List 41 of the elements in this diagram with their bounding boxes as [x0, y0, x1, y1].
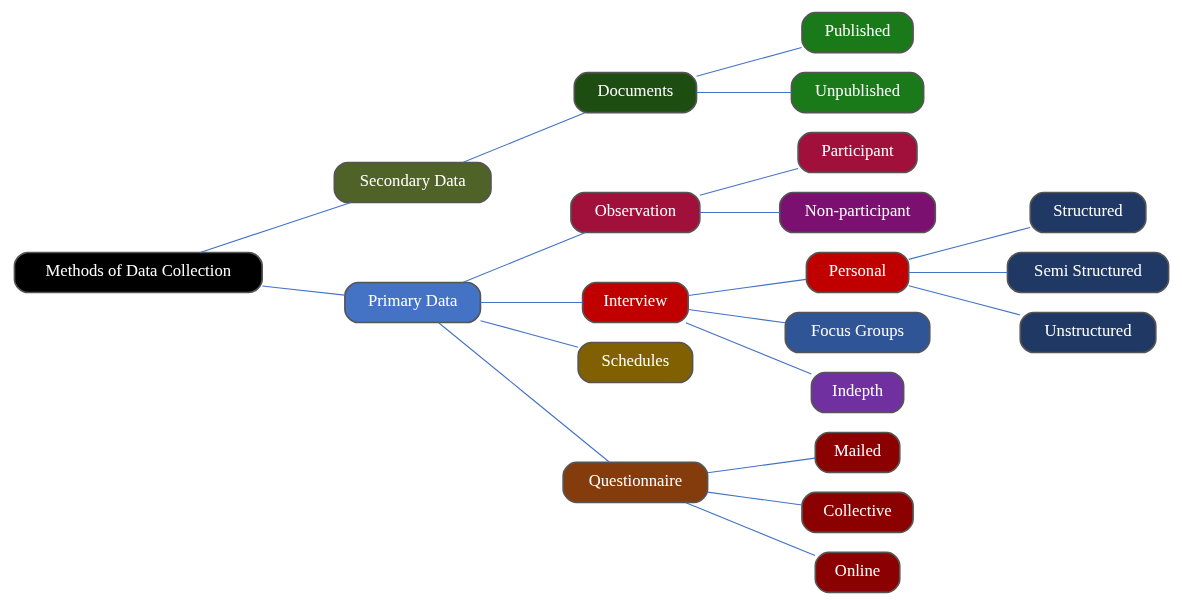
- node-box: Documents: [572, 71, 697, 114]
- node-box: Collective: [800, 491, 914, 534]
- node-box: Interview: [581, 281, 689, 324]
- connector: [687, 309, 785, 324]
- connector: [462, 232, 585, 283]
- node-box: Focus Groups: [784, 311, 931, 354]
- node-box: Personal: [805, 251, 909, 294]
- node-box: Participant: [796, 131, 918, 174]
- connector: [706, 457, 816, 474]
- connector: [479, 301, 583, 304]
- connector: [698, 167, 799, 196]
- node-box: Unpublished: [790, 71, 924, 114]
- node-box: Questionnaire: [561, 461, 708, 504]
- node-box: Structured: [1028, 191, 1147, 234]
- node-box: Mailed: [814, 431, 901, 474]
- node-box: Published: [800, 11, 914, 54]
- node-box: Non-participant: [778, 191, 936, 234]
- connector: [479, 320, 579, 348]
- connector: [907, 226, 1031, 260]
- connector: [684, 322, 812, 375]
- connector: [907, 285, 1021, 316]
- connector: [698, 211, 780, 214]
- connector: [684, 502, 816, 557]
- node-box: Indepth: [810, 371, 904, 414]
- connector: [199, 202, 352, 253]
- connector: [907, 271, 1008, 274]
- connector: [687, 278, 807, 296]
- node-box: Methods of Data Collection: [13, 251, 263, 294]
- connector: [261, 285, 345, 296]
- node-box: Online: [814, 551, 901, 594]
- node-box: Primary Data: [343, 281, 481, 324]
- node-box: Secondary Data: [333, 161, 492, 204]
- connector: [695, 46, 802, 77]
- node-box: Semi Structured: [1006, 251, 1169, 294]
- connector: [695, 92, 792, 94]
- connector: [706, 491, 802, 506]
- node-box: Unstructured: [1018, 311, 1157, 354]
- connector: [437, 322, 610, 463]
- node-box: Observation: [569, 191, 701, 234]
- connector: [462, 112, 585, 163]
- node-box: Schedules: [576, 341, 693, 384]
